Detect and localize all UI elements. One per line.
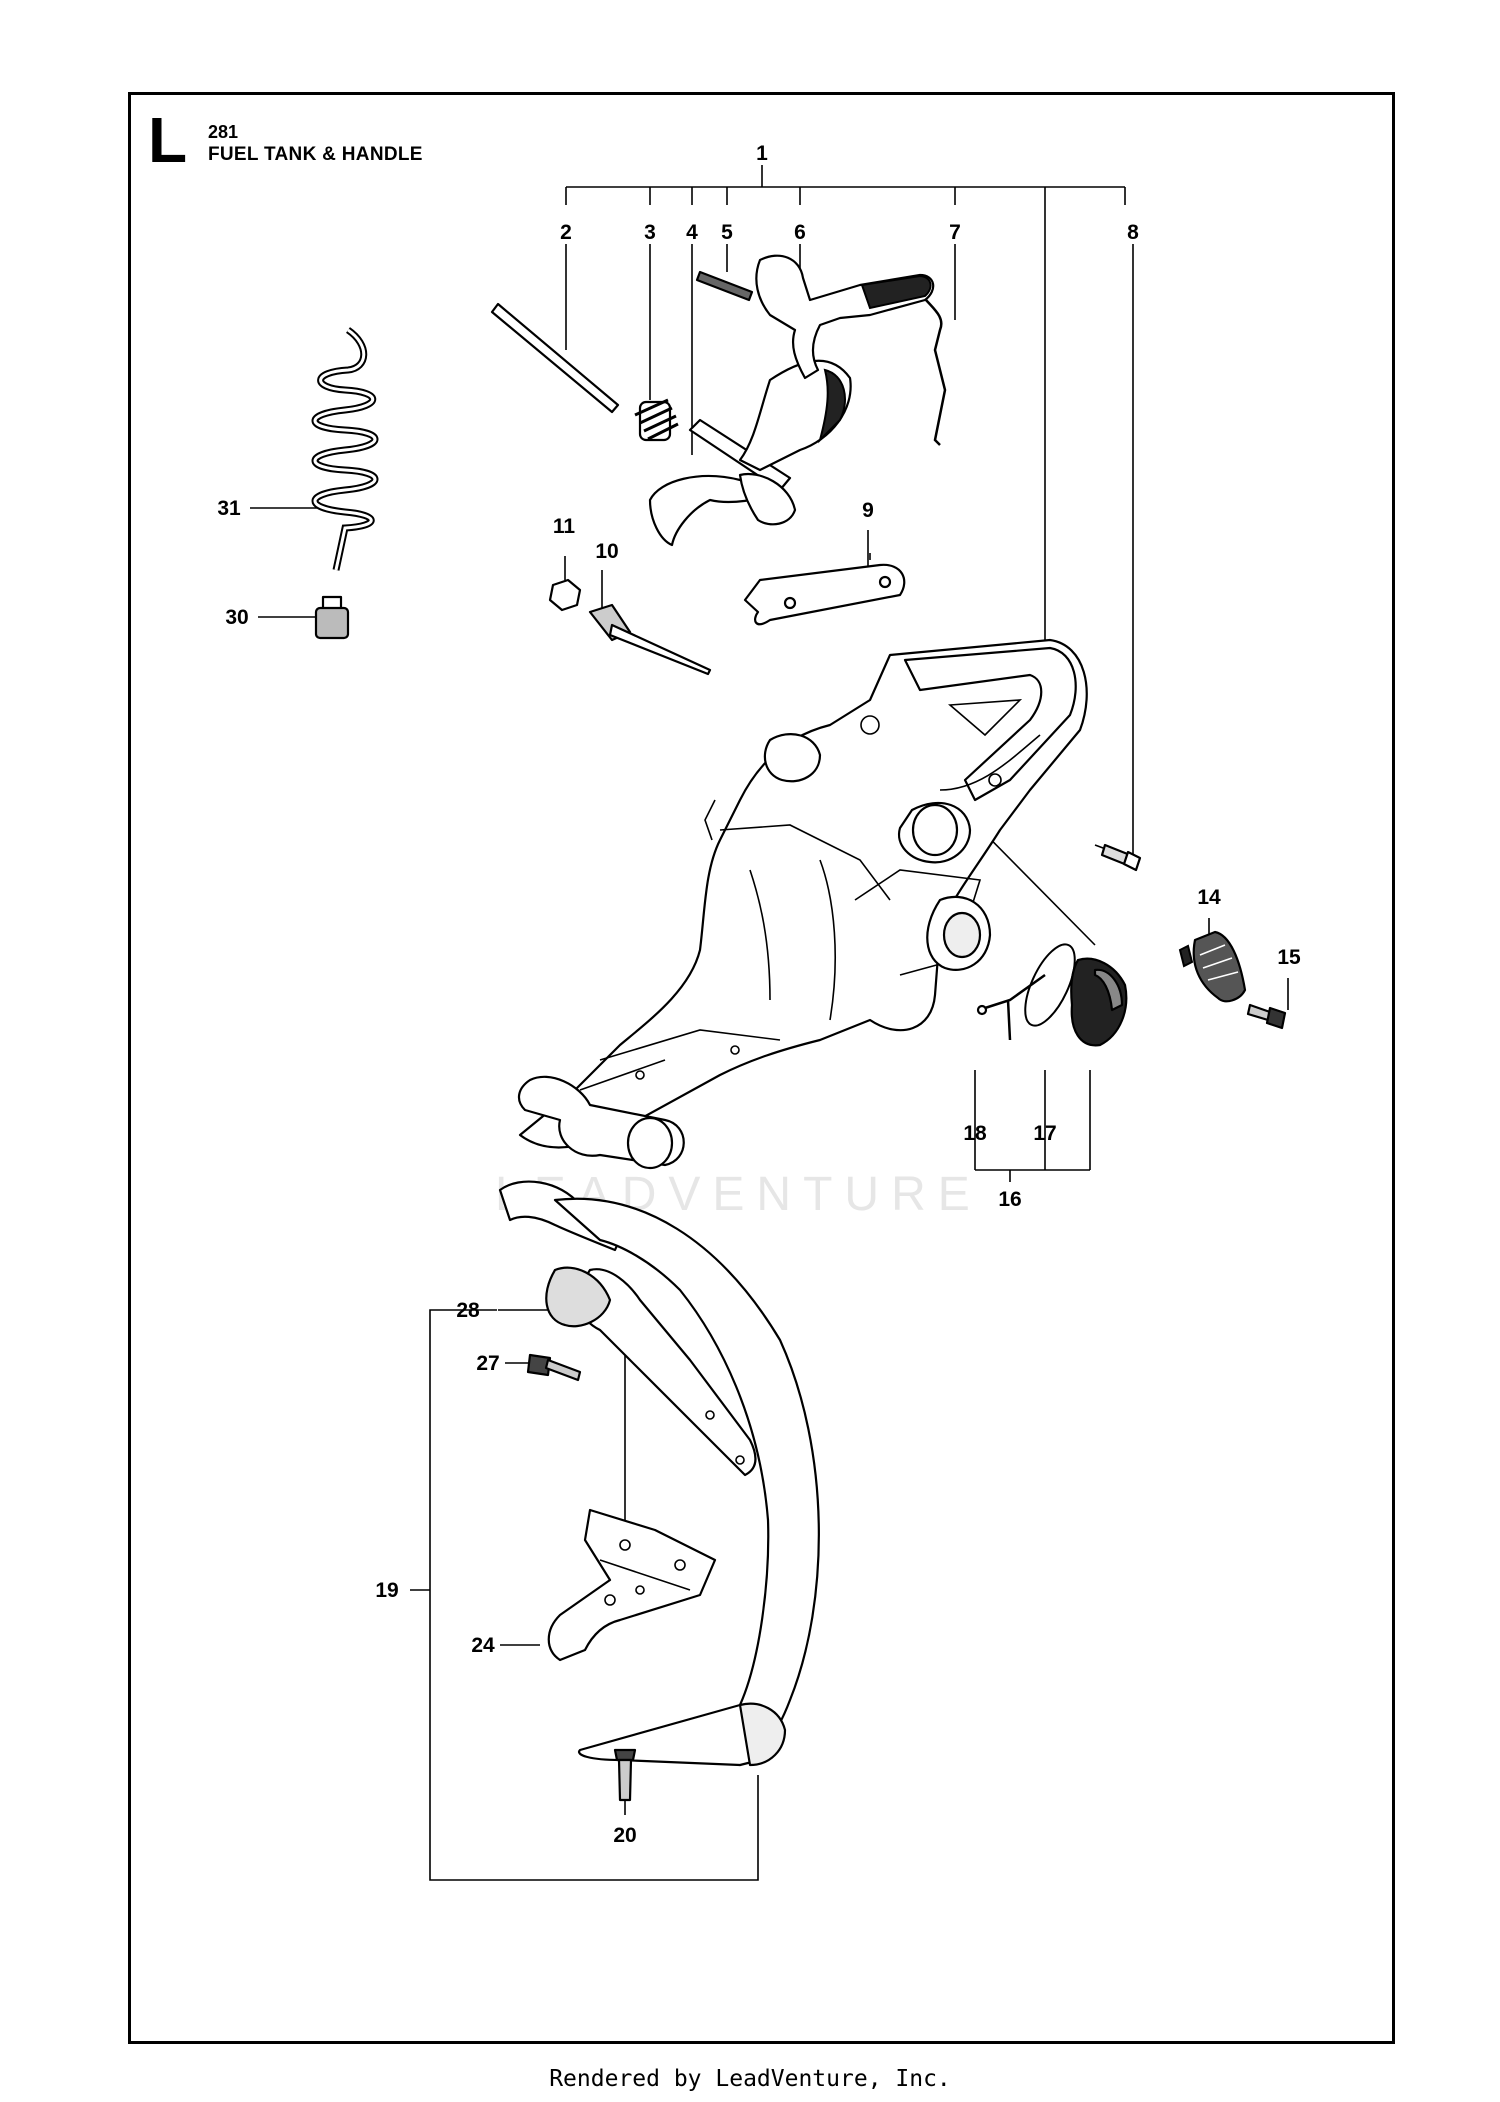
fuel-tank-housing	[518, 638, 1088, 1149]
part-27-screw	[526, 1353, 582, 1382]
part-16-fuel-cap	[1070, 957, 1128, 1047]
part-19-front-handle	[498, 1180, 820, 1767]
part-17-o-ring	[1024, 943, 1076, 1027]
callout-labels: 1 2 3 4 5 6 7 8 9 10 11 14 15 16 17 18 1…	[217, 142, 1301, 1847]
part-20-screw	[613, 1748, 637, 1802]
part-15-screw	[1246, 1003, 1287, 1030]
callout-2: 2	[560, 221, 572, 244]
part-30-fuel-filter	[314, 595, 350, 640]
part-5-roll-pin	[695, 270, 754, 302]
callout-30: 30	[225, 606, 248, 629]
part-4-throttle-trigger	[648, 359, 852, 547]
callout-10: 10	[595, 540, 618, 563]
callout-9: 9	[862, 499, 874, 522]
footer-credit: Rendered by LeadVenture, Inc.	[549, 2066, 951, 2092]
part-3-spring	[634, 398, 679, 442]
callout-15: 15	[1277, 946, 1301, 969]
callout-24: 24	[471, 1634, 495, 1657]
tank-handle-tube	[517, 1075, 685, 1170]
section-title: FUEL TANK & HANDLE	[208, 144, 423, 165]
bracket-item-1	[565, 165, 1126, 640]
part-2-pin	[490, 302, 620, 414]
callout-3: 3	[644, 221, 656, 244]
part-10-needle	[588, 603, 712, 676]
callout-31: 31	[217, 497, 241, 520]
part-14-vibration-damper	[1178, 930, 1247, 1003]
diagram-frame	[128, 92, 1395, 2044]
callout-7: 7	[949, 221, 961, 244]
part-7-spring-wire	[925, 299, 947, 446]
callout-8: 8	[1127, 221, 1139, 244]
section-letter: L	[148, 104, 188, 176]
part-31-fuel-hose	[311, 327, 379, 571]
part-9-plate	[743, 563, 906, 626]
callout-5: 5	[721, 221, 733, 244]
callout-17: 17	[1033, 1122, 1056, 1145]
callout-1: 1	[756, 142, 768, 165]
callout-28: 28	[456, 1299, 480, 1322]
callout-6: 6	[794, 221, 806, 244]
part-8-screw	[1094, 843, 1142, 872]
part-6-throttle-lock	[755, 254, 935, 380]
callout-18: 18	[963, 1122, 987, 1145]
part-11-nut	[548, 578, 582, 612]
part-24-bracket	[547, 1508, 717, 1662]
callout-11: 11	[553, 515, 576, 538]
part-18-retainer	[976, 973, 1046, 1041]
callout-14: 14	[1197, 886, 1221, 909]
callout-19: 19	[375, 1579, 398, 1602]
callout-16: 16	[998, 1188, 1021, 1211]
callout-20: 20	[613, 1824, 636, 1847]
model-number: 281	[208, 122, 239, 142]
callout-27: 27	[476, 1352, 499, 1375]
callout-4: 4	[686, 221, 698, 244]
